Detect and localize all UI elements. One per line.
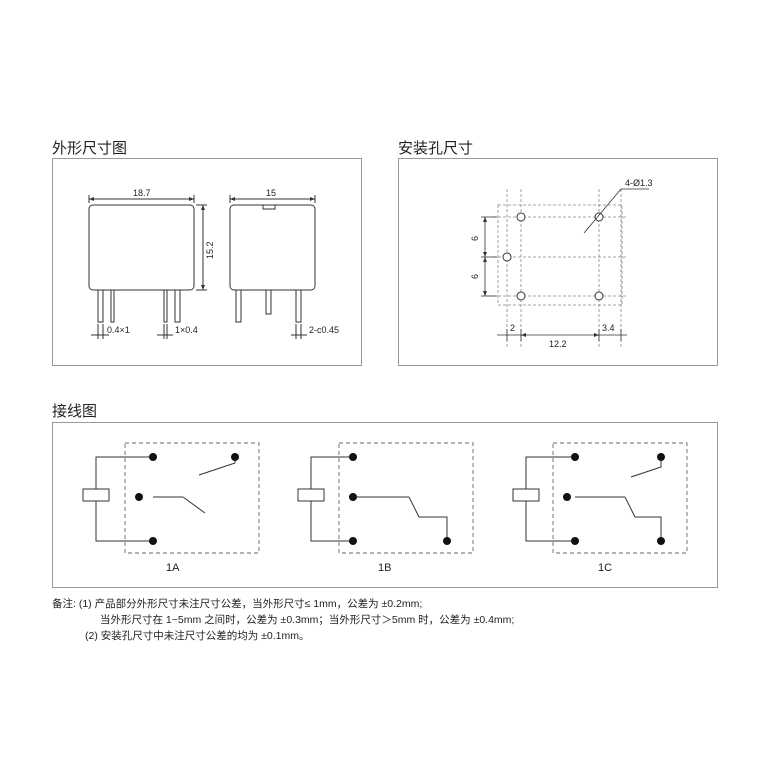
dim-hole-label: 4-Ø1.3: [625, 178, 653, 188]
mounting-drawing: 4-Ø1.3 6 6 2 12.2 3.4: [470, 178, 653, 349]
wiring-1c: 1C: [512, 442, 688, 574]
dim-vertical-2: 6: [470, 274, 480, 279]
dim-horizontal-left: 2: [510, 323, 515, 333]
dim-pin-side: 2-c0.45: [309, 325, 339, 335]
dim-vertical-1: 6: [470, 236, 480, 241]
dim-pin-front-left: 0.4×1: [107, 325, 130, 335]
wiring-1b: 1B: [297, 442, 474, 574]
notes-prefix: 备注:: [52, 598, 76, 610]
outline-drawing: 18.7 15 15.2 0.4×1 1×0.4 2-c0.45: [88, 188, 339, 339]
dim-height: 15.2: [205, 241, 215, 259]
wiring-diagram: 1A 1B: [82, 442, 688, 574]
outline-drawing-panel: 18.7 15 15.2 0.4×1 1×0.4 2-c0.45: [52, 158, 362, 366]
notes-line-1: 备注: (1) 产品部分外形尺寸未注尺寸公差，当外形尺寸≤ 1mm，公差为 ±0…: [52, 596, 514, 612]
dim-horizontal-right: 3.4: [602, 323, 615, 333]
notes-line-2: 当外形尺寸在 1~5mm 之间时，公差为 ±0.3mm；当外形尺寸＞5mm 时，…: [52, 612, 514, 628]
mounting-drawing-panel: 4-Ø1.3 6 6 2 12.2 3.4: [398, 158, 718, 366]
wiring-label-1b: 1B: [378, 562, 391, 574]
notes-text-1: (1) 产品部分外形尺寸未注尺寸公差，当外形尺寸≤ 1mm，公差为 ±0.2mm…: [78, 598, 423, 610]
wiring-label-1a: 1A: [166, 562, 180, 574]
dim-side-width: 15: [266, 188, 276, 198]
dim-front-width: 18.7: [133, 188, 151, 198]
dim-pin-front-right: 1×0.4: [175, 325, 198, 335]
outline-title: 外形尺寸图: [52, 140, 128, 157]
notes-line-3: (2) 安装孔尺寸中未注尺寸公差的均为 ±0.1mm。: [52, 628, 514, 644]
notes-text-3: (2) 安装孔尺寸中未注尺寸公差的均为 ±0.1mm。: [85, 630, 310, 642]
wiring-1a: 1A: [82, 442, 260, 574]
mounting-title: 安装孔尺寸: [398, 140, 474, 157]
notes-block: 备注: (1) 产品部分外形尺寸未注尺寸公差，当外形尺寸≤ 1mm，公差为 ±0…: [52, 596, 514, 644]
wiring-title: 接线图: [52, 403, 98, 420]
dim-horizontal-mid: 12.2: [549, 339, 567, 349]
wiring-label-1c: 1C: [598, 562, 612, 574]
notes-text-2: 当外形尺寸在 1~5mm 之间时，公差为 ±0.3mm；当外形尺寸＞5mm 时，…: [100, 614, 515, 626]
wiring-diagram-panel: 1A 1B: [52, 422, 718, 588]
